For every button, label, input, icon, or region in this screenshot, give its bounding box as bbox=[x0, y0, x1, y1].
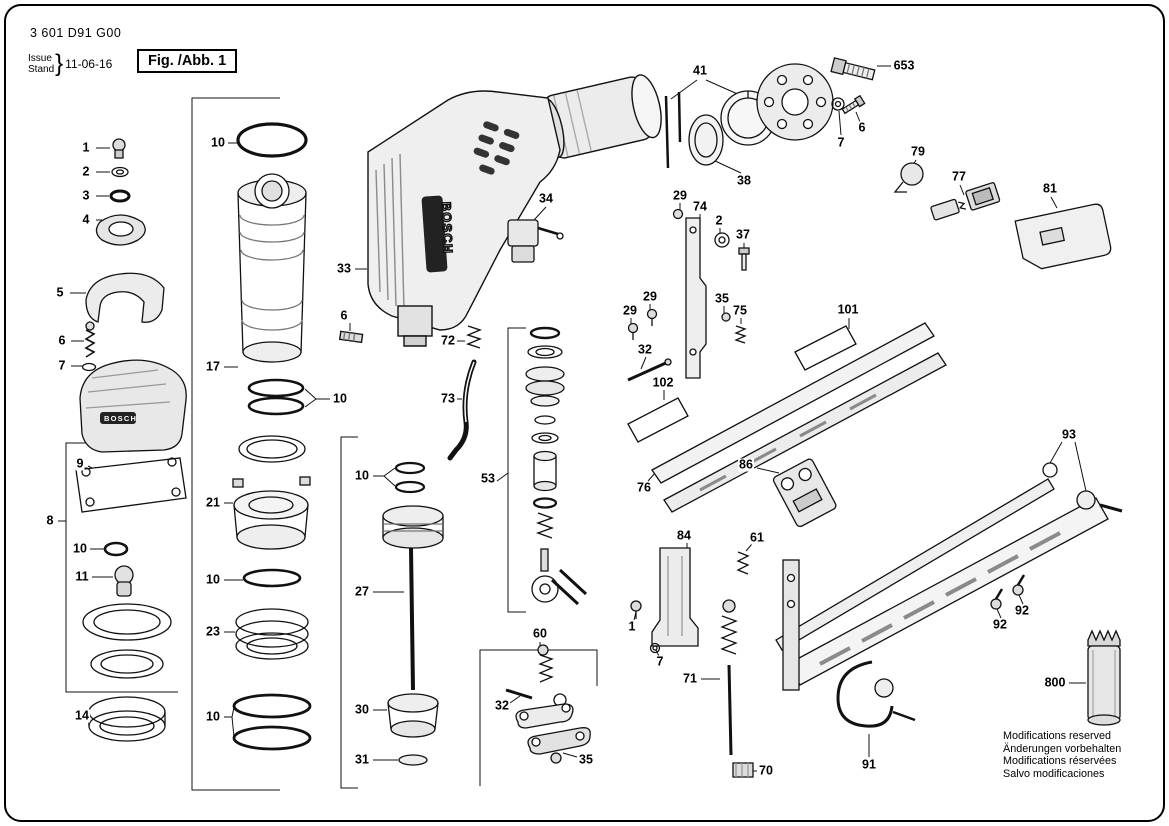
grease-tube bbox=[1087, 629, 1121, 726]
bracket-plate bbox=[1014, 203, 1112, 270]
tool-body: BOSCH bbox=[338, 74, 662, 347]
top-right-parts bbox=[664, 57, 1112, 270]
connector-parts bbox=[930, 182, 1001, 221]
issue-brace: } bbox=[55, 50, 64, 77]
driver-assembly bbox=[382, 461, 444, 766]
modifications-note: Modifications reserved Änderungen vorbeh… bbox=[1003, 730, 1121, 780]
magazine-rail-lower bbox=[630, 462, 1123, 778]
body-screw bbox=[338, 330, 364, 344]
guide-bracket bbox=[772, 458, 837, 528]
valve-stack bbox=[525, 326, 588, 606]
left-parts-column bbox=[75, 138, 187, 742]
cylinder-stack bbox=[232, 122, 312, 751]
magazine-rail-upper bbox=[627, 322, 947, 528]
trigger-link-assembly bbox=[505, 644, 591, 764]
modifications-note-de: Änderungen vorbehalten bbox=[1003, 742, 1122, 755]
modifications-note-fr: Modifications réservées bbox=[1003, 755, 1117, 768]
figure-label-box: Fig. /Abb. 1 bbox=[137, 49, 238, 73]
document-number: 3 601 D91 G00 bbox=[30, 26, 122, 40]
page-border bbox=[4, 4, 1165, 822]
issue-label-de: Stand bbox=[28, 64, 55, 75]
issue-label-en: Issue bbox=[28, 53, 52, 64]
callout-leader-lines bbox=[58, 65, 1087, 791]
bosch-badge-text: BOSCH bbox=[104, 414, 137, 423]
switch-valve bbox=[507, 219, 564, 263]
spring-and-lever bbox=[447, 325, 482, 461]
issue-stand-block: Issue Stand } 11-06-16 bbox=[28, 50, 112, 78]
bosch-logo-text: BOSCH bbox=[439, 202, 455, 255]
issue-date: 11-06-16 bbox=[65, 57, 113, 71]
modifications-note-en: Modifications reserved bbox=[1003, 730, 1112, 742]
carrier-strip-parts bbox=[627, 208, 750, 382]
modifications-note-es: Salvo modificaciones bbox=[1003, 767, 1105, 780]
vent-slots bbox=[473, 121, 520, 175]
